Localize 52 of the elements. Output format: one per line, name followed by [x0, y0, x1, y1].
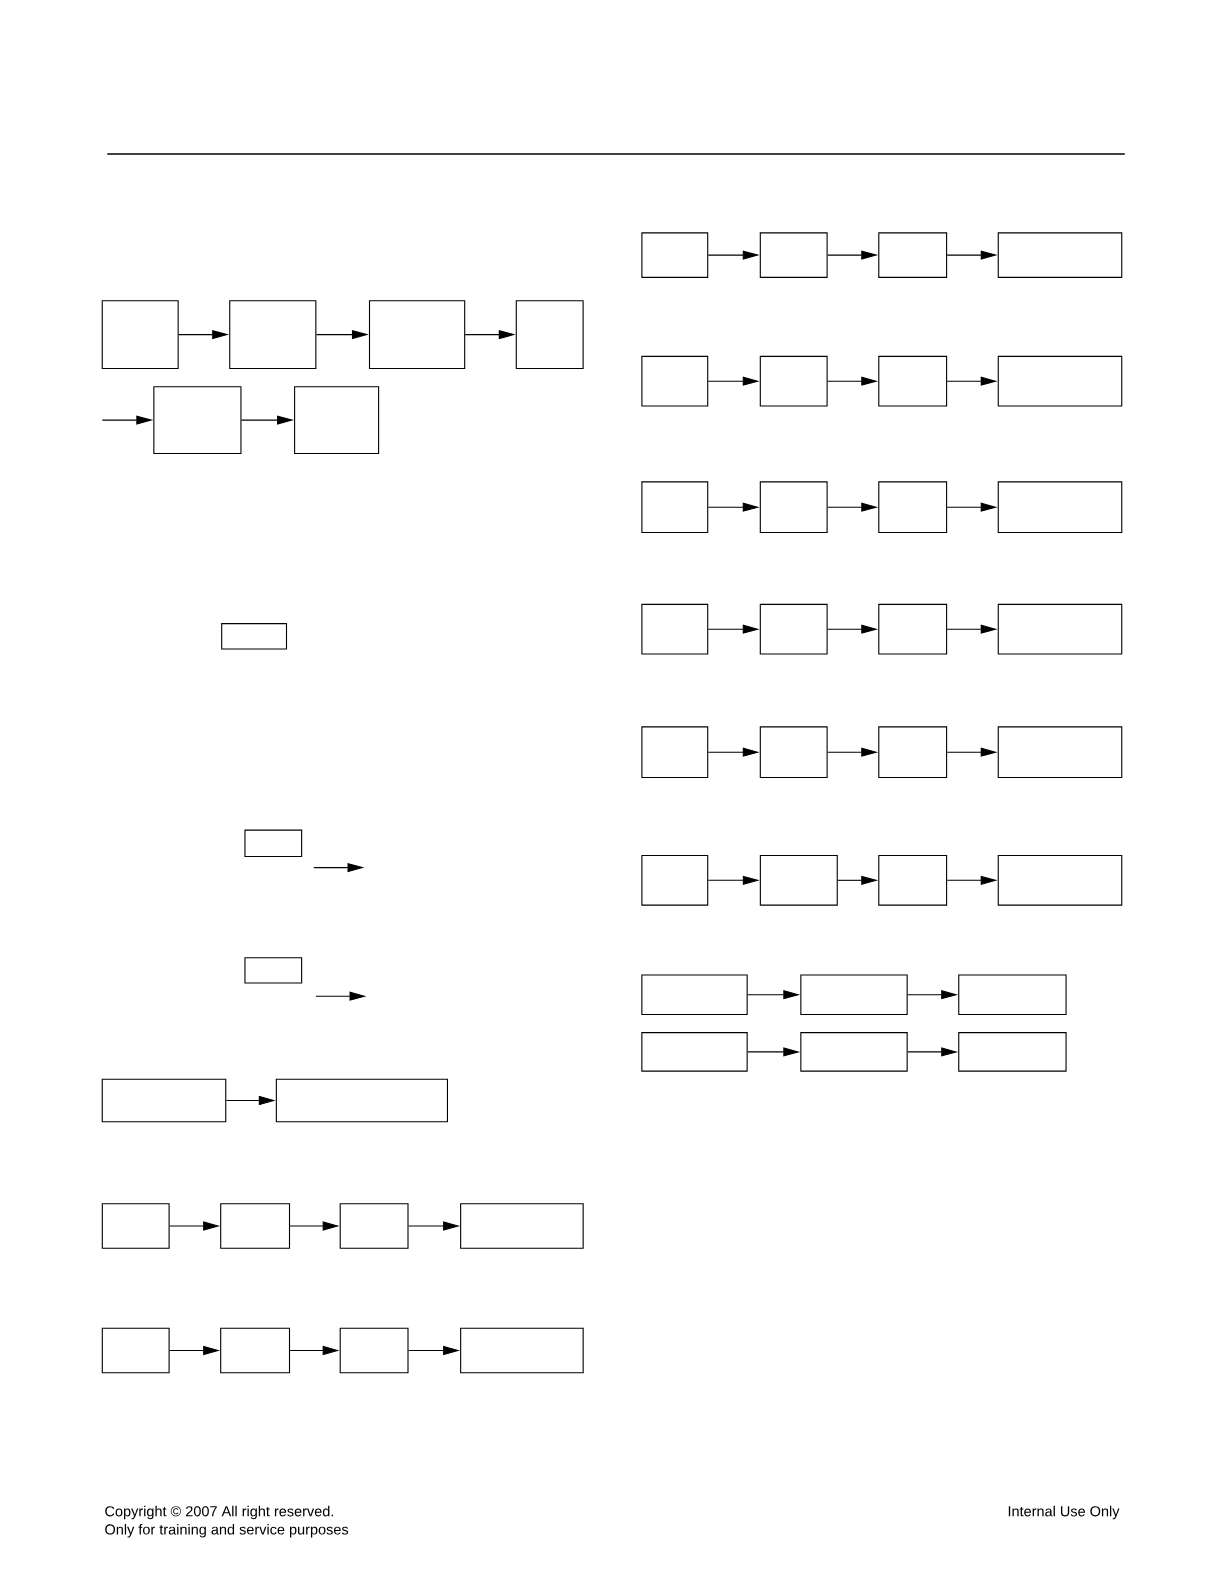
- block-box: [368, 300, 466, 370]
- block-box: [997, 726, 1123, 779]
- block-box: [641, 355, 709, 407]
- block-box: [101, 300, 179, 370]
- block-box: [997, 355, 1123, 407]
- block-box: [878, 481, 948, 534]
- footer-text: Internal Use Only: [1008, 1505, 1120, 1520]
- block-box: [958, 974, 1067, 1015]
- block-box: [220, 1203, 291, 1249]
- block-box: [641, 1032, 748, 1072]
- block-box: [275, 1078, 448, 1123]
- footer-text: Only for training and service purposes: [105, 1523, 349, 1538]
- block-box: [220, 1327, 291, 1374]
- block-box: [759, 355, 828, 407]
- block-box: [759, 232, 828, 278]
- block-box: [460, 1327, 584, 1374]
- block-box: [878, 726, 948, 779]
- block-box: [101, 1078, 227, 1123]
- block-box: [759, 603, 828, 655]
- block-box: [229, 300, 317, 370]
- block-box: [878, 232, 948, 278]
- block-box: [800, 974, 908, 1015]
- block-box: [460, 1203, 584, 1249]
- block-box: [641, 854, 709, 906]
- block-box: [759, 726, 828, 779]
- block-box: [958, 1032, 1067, 1072]
- block-box: [997, 232, 1123, 278]
- block-box: [997, 854, 1123, 906]
- block-box: [153, 386, 242, 455]
- block-box: [339, 1203, 409, 1249]
- block-box: [878, 854, 948, 906]
- block-box: [641, 481, 709, 534]
- block-box: [339, 1327, 409, 1374]
- footer-text: Copyright © 2007 All right reserved.: [105, 1505, 334, 1520]
- block-box: [641, 603, 709, 655]
- block-box: [515, 300, 584, 370]
- block-box: [101, 1203, 170, 1249]
- block-box: [878, 355, 948, 407]
- block-box: [878, 603, 948, 655]
- block-box: [997, 603, 1123, 655]
- block-box: [641, 232, 709, 278]
- block-box: [101, 1327, 170, 1374]
- block-box: [759, 854, 838, 906]
- block-box: [244, 957, 303, 984]
- block-box: [800, 1032, 908, 1072]
- block-box: [641, 974, 748, 1015]
- block-box: [244, 829, 303, 857]
- block-box: [294, 386, 380, 455]
- block-box: [221, 623, 288, 650]
- block-box: [641, 726, 709, 779]
- block-box: [759, 481, 828, 534]
- block-box: [997, 481, 1123, 534]
